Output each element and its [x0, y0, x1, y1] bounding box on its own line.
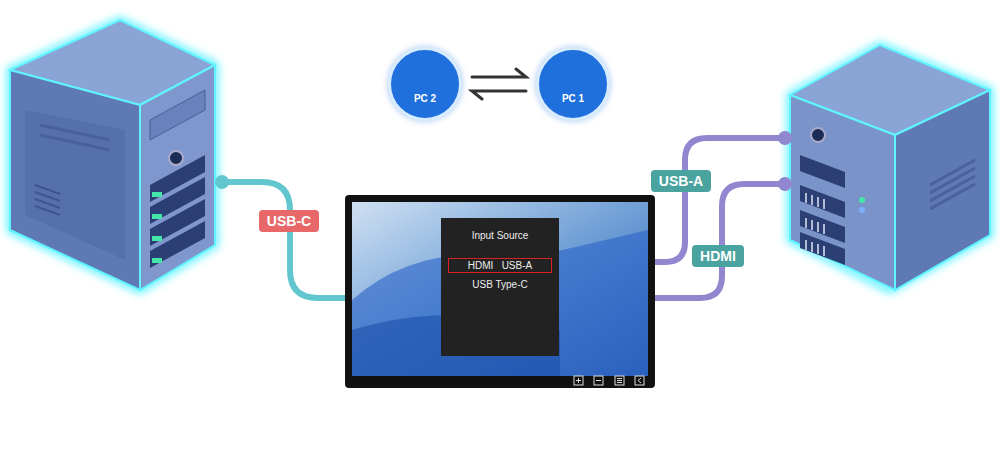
pc-badge: PC 1 — [536, 47, 610, 121]
cable-label: USB-A — [651, 170, 711, 192]
selected-option: HDMI USB-A — [448, 258, 552, 273]
node-text: Input Source — [472, 230, 529, 241]
pc-left — [10, 20, 215, 290]
node-text: USB-C — [267, 213, 311, 229]
pc-badge: PC 2 — [388, 47, 462, 121]
monitor — [345, 195, 655, 388]
node-text: HDMI USB-A — [459, 260, 541, 271]
osd-menu: Input SourceHDMI USB-A USB Type-C — [441, 218, 559, 356]
node-text: PC 2 — [414, 93, 436, 104]
pc-right — [790, 45, 990, 290]
cable-label: USB-C — [259, 210, 319, 232]
node-text: HDMI — [700, 248, 736, 264]
switch-arrow — [472, 69, 526, 99]
node-text: USB-A — [659, 173, 703, 189]
node-text: USB Type-C — [472, 279, 527, 290]
cable-label: HDMI — [692, 245, 744, 267]
node-text: PC 1 — [562, 93, 584, 104]
